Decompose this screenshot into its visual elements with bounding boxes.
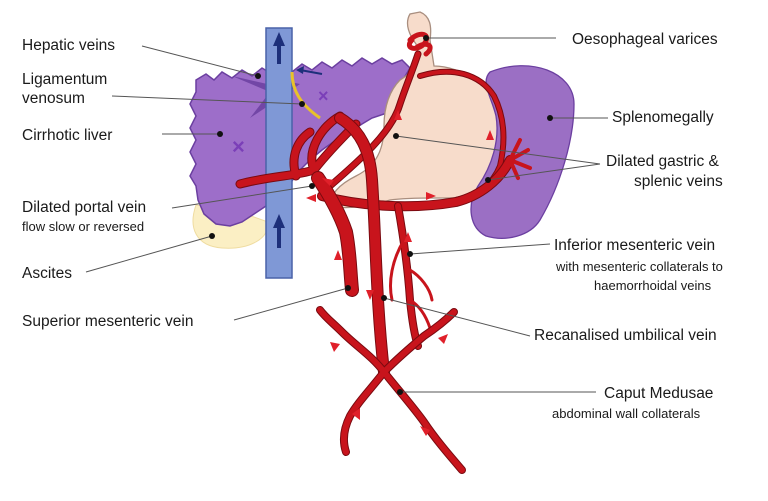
leader-lines xyxy=(85,35,608,395)
labels: Hepatic veins Ligamentum venosum Cirrhot… xyxy=(22,31,723,421)
label-gastric-splenic-line2: splenic veins xyxy=(634,173,723,190)
flow-arrow-9 xyxy=(330,342,340,352)
ivc-up-arrow-bottom xyxy=(273,214,285,248)
label-caput-medusae: Caput Medusae xyxy=(604,385,713,402)
flow-arrow-11 xyxy=(352,408,360,420)
hepatic-flow-arrowhead xyxy=(296,66,304,74)
label-ascites: Ascites xyxy=(22,265,72,282)
label-oesophageal-varices: Oesophageal varices xyxy=(572,31,718,48)
mesenteric-collaterals xyxy=(389,238,434,330)
label-gastric-splenic-line1: Dilated gastric & xyxy=(606,153,720,170)
oesophageal-varices-coil xyxy=(406,31,433,57)
label-ligamentum-line2: venosum xyxy=(22,90,85,107)
flow-arrow-4 xyxy=(306,194,316,202)
flow-arrow-1 xyxy=(486,130,494,140)
fibrosis-cross-2: × xyxy=(318,86,329,106)
flow-arrow-7 xyxy=(404,232,412,242)
flow-arrow-3 xyxy=(426,192,436,200)
hepatic-flow-arrow xyxy=(299,69,323,75)
label-recanalised-umbilical-vein: Recanalised umbilical vein xyxy=(534,327,717,344)
label-ims-sub-line1: with mesenteric collaterals to xyxy=(555,259,723,274)
label-superior-mesenteric-vein: Superior mesenteric vein xyxy=(22,313,193,330)
flow-arrow-8 xyxy=(366,290,374,300)
label-ligamentum-line1: Ligamentum xyxy=(22,71,107,88)
label-ims-sub-line2: haemorrhoidal veins xyxy=(594,278,712,293)
flow-arrow-6 xyxy=(334,250,342,260)
flow-arrow-5 xyxy=(322,178,334,186)
flow-arrow-12 xyxy=(420,426,430,436)
flow-arrows xyxy=(306,110,494,436)
splenic-branches xyxy=(508,138,532,180)
fibrosis-cross-1: × xyxy=(232,134,245,159)
label-dilated-portal-vein: Dilated portal vein xyxy=(22,199,146,216)
label-hepatic-veins: Hepatic veins xyxy=(22,37,115,54)
label-splenomegally: Splenomegally xyxy=(612,109,714,126)
ligamentum-venosum-shape xyxy=(290,71,321,120)
label-inferior-mesenteric-vein: Inferior mesenteric vein xyxy=(554,237,715,254)
flow-arrow-10 xyxy=(438,334,448,344)
ivc-up-arrow-top xyxy=(273,32,285,64)
label-cirrhotic-liver: Cirrhotic liver xyxy=(22,127,112,144)
label-dilated-portal-vein-sub: flow slow or reversed xyxy=(22,219,144,234)
label-caput-medusae-sub: abdominal wall collaterals xyxy=(552,406,701,421)
portal-venous-system xyxy=(235,50,532,474)
flow-arrow-2 xyxy=(394,110,402,120)
